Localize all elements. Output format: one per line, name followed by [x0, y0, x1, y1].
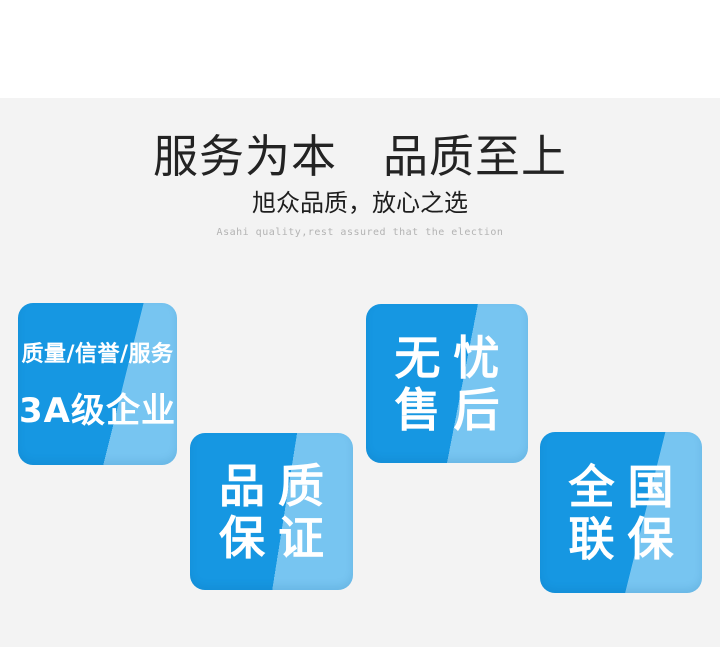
badge-line: 保证	[219, 510, 337, 565]
page-subtitle: 旭众品质，放心之选	[252, 189, 468, 217]
badge-quality-guarantee: 品质 保证	[190, 433, 353, 590]
badge-line: 质量/信誉/服务	[21, 342, 174, 367]
badge-line: 无忧	[394, 330, 513, 385]
page-subtitle-english: Asahi quality,rest assured that the elec…	[216, 227, 504, 238]
badge-3a-enterprise: 质量/信誉/服务 3A级企业	[18, 303, 177, 465]
badge-line: 品质	[219, 458, 337, 513]
badge-nationwide-warranty: 全国 联保	[540, 432, 702, 593]
page-title: 服务为本 品质至上	[152, 131, 567, 182]
badge-line: 售后	[394, 382, 513, 437]
badge-worry-free-after-sales: 无忧 售后	[366, 304, 528, 463]
badge-line: 全国	[568, 459, 687, 514]
badge-line: 联保	[568, 511, 687, 566]
badge-line: 3A级企业	[19, 391, 176, 431]
